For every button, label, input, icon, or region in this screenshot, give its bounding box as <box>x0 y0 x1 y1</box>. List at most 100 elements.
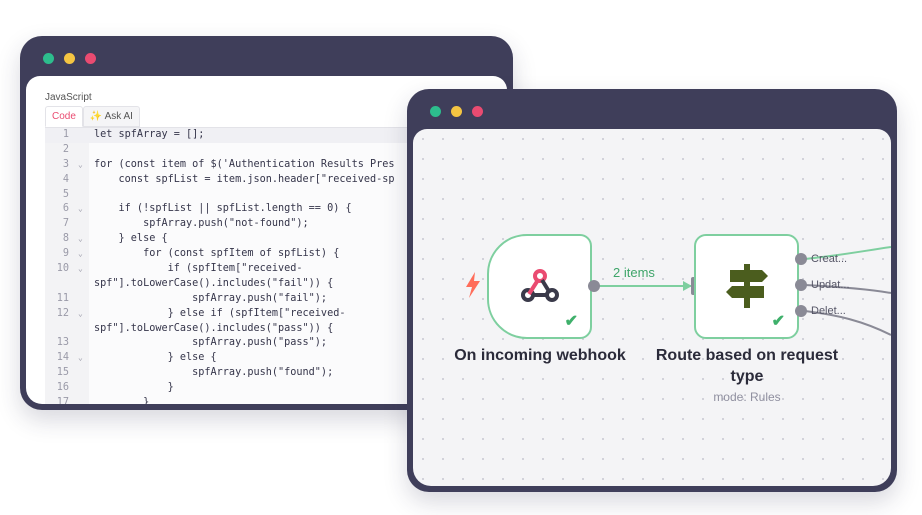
code-text: for (const item of $('Authentication Res… <box>94 158 395 170</box>
line-number: 16 <box>56 382 69 394</box>
line-number: 17 <box>56 397 69 404</box>
line-number: 9 <box>62 248 69 260</box>
fold-toggle-icon[interactable]: ⌄ <box>78 308 83 318</box>
code-text: } else if (spfItem["received- <box>94 307 346 319</box>
fold-toggle-icon[interactable]: ⌄ <box>78 234 83 244</box>
code-line[interactable]: 11 spfArray.push("fail"); <box>45 292 507 307</box>
webhook-icon <box>520 267 560 310</box>
line-number: 5 <box>62 188 69 200</box>
code-line[interactable]: 12 ⌄ } else if (spfItem["received- <box>45 307 507 322</box>
code-text: spf"].toLowerCase().includes("fail")) { <box>94 277 334 289</box>
tab-code[interactable]: Code <box>45 106 83 127</box>
success-check-icon: ✔ <box>564 313 578 330</box>
code-text: if (!spfList || spfList.length == 0) { <box>94 203 352 215</box>
code-line[interactable]: 15 spfArray.push("found"); <box>45 366 507 381</box>
code-text: spfArray.push("not-found"); <box>94 218 309 230</box>
code-text: spfArray.push("found"); <box>94 367 334 379</box>
tab-ask-ai-label: Ask AI <box>104 111 133 122</box>
fold-toggle-icon[interactable]: ⌄ <box>78 249 83 259</box>
code-text: } else { <box>94 352 217 364</box>
window-controls <box>43 53 96 64</box>
signpost-icon <box>726 264 768 313</box>
line-number: 13 <box>56 337 69 349</box>
sparkle-icon: ✨ <box>89 111 103 122</box>
edge-output-update[interactable] <box>804 284 891 294</box>
switch-output-handle-update[interactable] <box>795 279 807 291</box>
fold-toggle-icon[interactable]: ⌄ <box>78 353 83 363</box>
fold-toggle-icon[interactable]: ⌄ <box>78 159 83 169</box>
fold-toggle-icon[interactable]: ⌄ <box>78 204 83 214</box>
webhook-output-handle[interactable] <box>588 280 600 292</box>
line-number: 12 <box>56 307 69 319</box>
code-text: spfArray.push("pass"); <box>94 337 328 349</box>
code-text: for (const spfItem of spfList) { <box>94 248 340 260</box>
code-line[interactable]: 9 ⌄ for (const spfItem of spfList) { <box>45 247 507 262</box>
line-number: 1 <box>62 129 69 140</box>
line-number: 15 <box>56 367 69 379</box>
window-dot-red[interactable] <box>472 106 483 117</box>
switch-node-label: Route based on request type <box>637 345 857 387</box>
webhook-node-label: On incoming webhook <box>454 347 626 364</box>
connections-layer <box>596 246 891 336</box>
code-line[interactable]: 17 } <box>45 396 507 404</box>
editor-tabs: Code ✨ Ask AI <box>45 106 140 127</box>
code-text: } <box>94 397 150 404</box>
code-text: } else { <box>94 233 168 245</box>
code-line[interactable]: 14 ⌄ } else { <box>45 351 507 366</box>
line-gutter <box>45 128 89 404</box>
line-number: 10 <box>56 263 69 275</box>
language-label: JavaScript <box>45 92 92 103</box>
switch-output-handle-delete[interactable] <box>795 305 807 317</box>
code-lines: 1 let spfArray = []; 2 3⌄for (const item of… <box>45 128 507 404</box>
code-line[interactable]: 8⌄ } else { <box>45 232 507 247</box>
window-controls <box>430 106 483 117</box>
output-label-update: Updat... <box>811 279 850 291</box>
code-text: } <box>94 382 174 394</box>
code-text: const spfList = item.json.header["receiv… <box>94 173 395 185</box>
code-line[interactable]: 4 const spfList = item.json.header["rece… <box>45 173 507 188</box>
code-line[interactable]: 10 ⌄ if (spfItem["received- <box>45 262 507 277</box>
code-line[interactable]: spf"].toLowerCase().includes("fail")) { <box>45 277 507 292</box>
code-text: spfArray.push("fail"); <box>94 292 328 304</box>
lightning-icon <box>465 272 481 303</box>
edge-arrowhead <box>683 281 692 291</box>
code-line[interactable]: 7 spfArray.push("not-found"); <box>45 217 507 232</box>
code-text: if (spfItem["received- <box>94 263 303 275</box>
switch-node-label-line1: Route based on request <box>655 347 839 364</box>
output-label-delete: Delet... <box>811 305 846 317</box>
workflow-canvas[interactable]: ✔ On incoming webhook 2 items ✔ Creat...… <box>413 129 891 486</box>
edge-output-create[interactable] <box>804 246 891 260</box>
webhook-node[interactable]: ✔ <box>487 234 592 339</box>
code-line[interactable]: 5 <box>45 188 507 203</box>
line-number: 2 <box>62 143 69 155</box>
code-line[interactable]: spf"].toLowerCase().includes("pass")) { <box>45 322 507 337</box>
window-dot-green[interactable] <box>430 106 441 117</box>
code-line[interactable]: 2 <box>45 143 507 158</box>
edge-item-count: 2 items <box>613 265 655 280</box>
success-check-icon: ✔ <box>771 313 785 330</box>
tab-ask-ai[interactable]: ✨ Ask AI <box>82 106 140 127</box>
line-number: 7 <box>62 218 69 230</box>
window-dot-yellow[interactable] <box>451 106 462 117</box>
code-text: let spfArray = []; <box>94 129 205 140</box>
code-line[interactable]: 13 spfArray.push("pass"); <box>45 336 507 351</box>
line-number: 6 <box>62 203 69 215</box>
code-line[interactable]: 16 } <box>45 381 507 396</box>
switch-output-handle-create[interactable] <box>795 253 807 265</box>
fold-toggle-icon[interactable]: ⌄ <box>78 264 83 274</box>
switch-node-label-line2: type <box>730 368 764 385</box>
code-line[interactable]: 3⌄for (const item of $('Authentication R… <box>45 158 507 173</box>
window-dot-green[interactable] <box>43 53 54 64</box>
code-line[interactable]: 1 let spfArray = []; <box>45 128 507 143</box>
line-number: 4 <box>62 173 69 185</box>
line-number: 14 <box>56 352 69 364</box>
line-number: 11 <box>56 292 69 304</box>
edge-output-delete[interactable] <box>804 310 891 336</box>
code-text: spf"].toLowerCase().includes("pass")) { <box>94 322 334 334</box>
window-dot-yellow[interactable] <box>64 53 75 64</box>
window-dot-red[interactable] <box>85 53 96 64</box>
switch-node[interactable]: ✔ <box>694 234 799 339</box>
switch-node-mode: mode: Rules <box>713 390 781 404</box>
workflow-window: ✔ On incoming webhook 2 items ✔ Creat...… <box>407 89 897 492</box>
code-line[interactable]: 6 ⌄ if (!spfList || spfList.length == 0) … <box>45 202 507 217</box>
